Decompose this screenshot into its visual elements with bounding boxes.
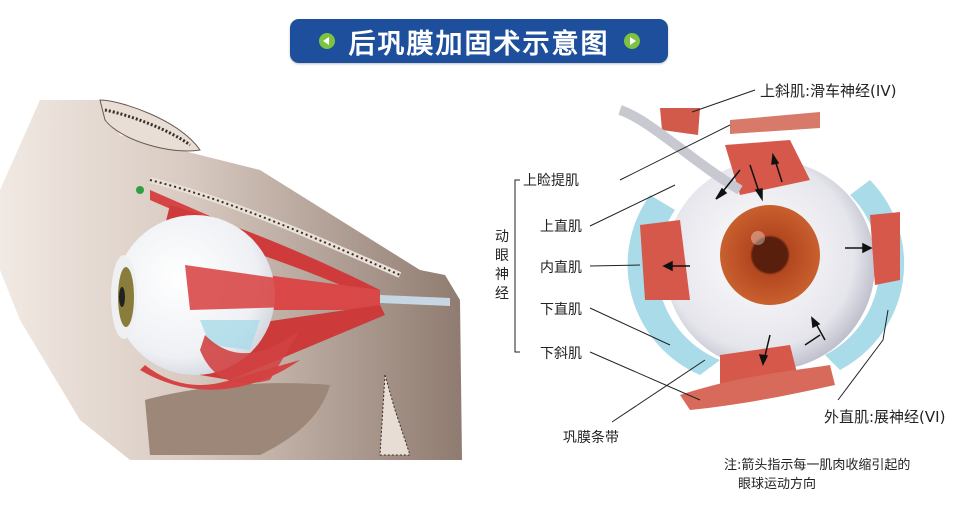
label-lateral-rectus: 外直肌:展神经(VI) — [824, 408, 946, 426]
title-banner: 后巩膜加固术示意图 — [290, 19, 668, 63]
page-title: 后巩膜加固术示意图 — [348, 28, 610, 60]
footnote-line-1: 注:箭头指示每一肌肉收缩引起的 — [724, 458, 911, 473]
footnote-line-2: 眼球运动方向 — [738, 477, 817, 492]
label-inferior-rectus: 下直肌 — [540, 302, 582, 318]
footnote: 注:箭头指示每一肌肉收缩引起的 眼球运动方向 — [724, 456, 910, 494]
label-superior-rectus: 上直肌 — [540, 219, 582, 235]
left-arrow-icon — [318, 33, 335, 49]
label-superior-oblique: 上斜肌:滑车神经(IV) — [760, 82, 897, 100]
label-medial-rectus: 内直肌 — [540, 260, 582, 276]
label-scleral-band: 巩膜条带 — [563, 430, 619, 446]
right-arrow-icon — [623, 33, 640, 49]
label-oculomotor-nerve: 动眼神经 — [495, 229, 509, 302]
label-levator: 上睑提肌 — [523, 173, 579, 189]
label-inferior-oblique: 下斜肌 — [540, 346, 582, 362]
